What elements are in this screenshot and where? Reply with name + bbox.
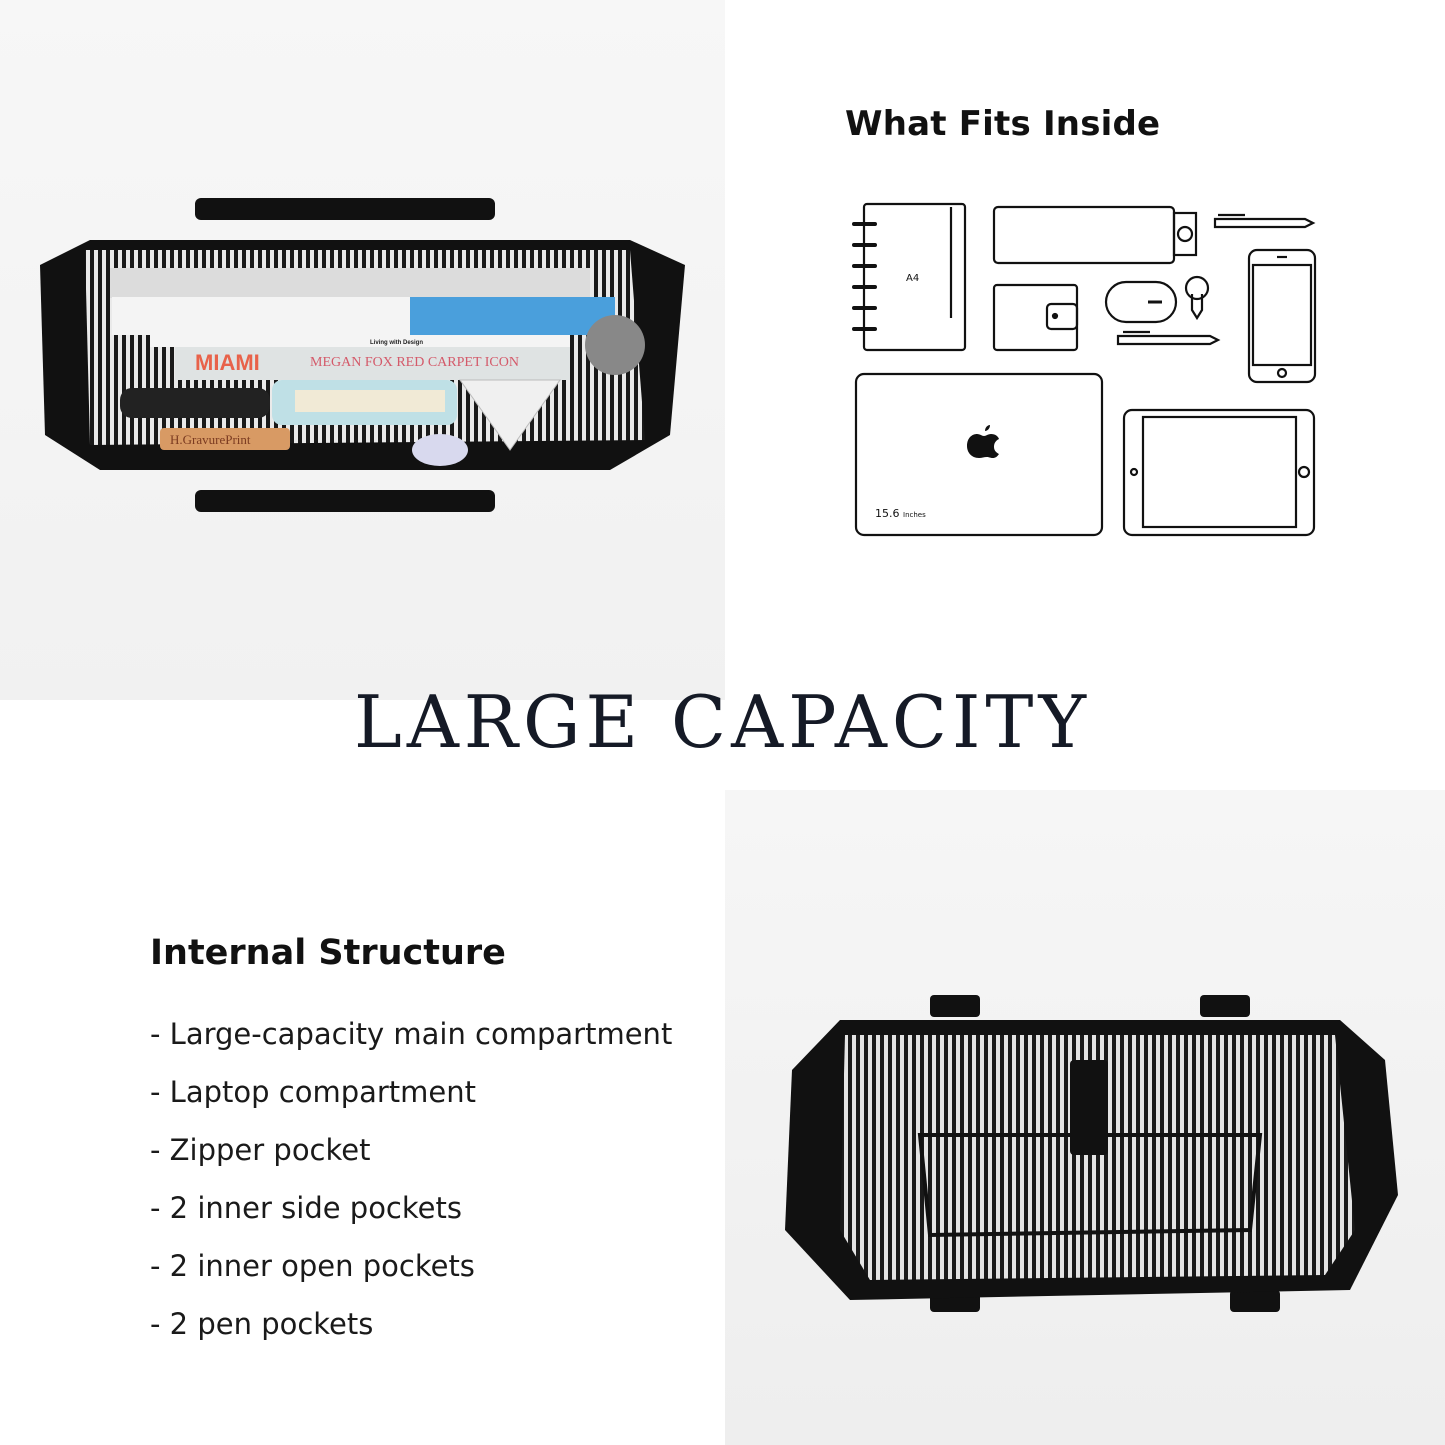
pencil-brand-lettering: H.GravurePrint — [170, 432, 251, 447]
laptop-size-value: 15.6 — [875, 507, 900, 520]
magazine-lettering: Living with Design — [370, 340, 423, 346]
tablet-icon — [1122, 408, 1316, 537]
large-capacity-headline: LARGE CAPACITY — [354, 680, 1091, 764]
book — [112, 297, 442, 335]
wallet-icon — [992, 283, 1079, 352]
key-icon — [1184, 275, 1210, 321]
laptop-icon — [854, 372, 1104, 537]
book-miami — [175, 347, 570, 380]
feature-item: - Large-capacity main compartment — [150, 1017, 673, 1051]
bag-handle — [1200, 995, 1250, 1017]
bottle-cap — [585, 315, 645, 375]
book-title-lettering: MIAMI — [195, 350, 260, 375]
bag-handle — [195, 198, 495, 220]
feature-item: - 2 inner side pockets — [150, 1191, 462, 1225]
filled-bag-photo: MIAMI MEGAN FOX RED CARPET ICON Living w… — [40, 198, 685, 512]
feature-item: - Zipper pocket — [150, 1133, 371, 1167]
notebook-icon — [852, 202, 967, 352]
laptop-strap — [1070, 1060, 1108, 1155]
pencil-case-icon — [992, 205, 1198, 265]
a4-label: A4 — [906, 273, 919, 284]
laptop-size-unit: Inches — [903, 511, 926, 519]
pencil-box — [160, 428, 290, 450]
phone-icon — [1247, 248, 1317, 384]
feature-item: - 2 inner open pockets — [150, 1249, 475, 1283]
bag-handle — [1230, 1290, 1280, 1312]
empty-bag-photo — [785, 995, 1398, 1312]
apple-logo-icon — [967, 425, 999, 458]
feature-item: - Laptop compartment — [150, 1075, 477, 1109]
items-illustration: A4 15.6 Inches — [852, 202, 1317, 537]
bag-handle — [195, 490, 495, 512]
bag-handle — [930, 995, 980, 1017]
pouch — [120, 388, 270, 418]
internal-structure-heading: Internal Structure — [150, 933, 506, 973]
mouse-icon — [1104, 280, 1178, 324]
book-subtitle-lettering: MEGAN FOX RED CARPET ICON — [310, 355, 519, 370]
what-fits-inside-heading: What Fits Inside — [845, 104, 1161, 144]
feature-list: - Large-capacity main compartment - Lapt… — [150, 1012, 672, 1360]
feature-item: - 2 pen pockets — [150, 1307, 374, 1341]
pen-icon — [1116, 330, 1221, 346]
pen-icon — [1213, 213, 1316, 229]
